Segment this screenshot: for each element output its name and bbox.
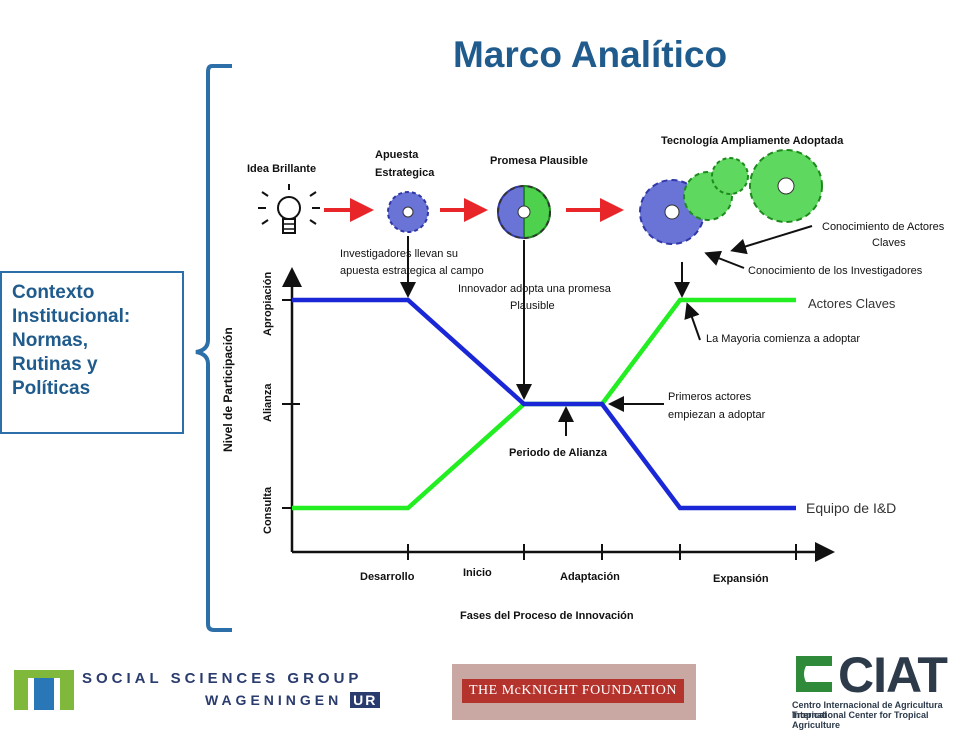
- x-axis-label: Fases del Proceso de Innovación: [460, 610, 634, 622]
- ciat-subtitle: International Center for Tropical Agricu…: [792, 710, 929, 730]
- annotation-text: Conocimiento de Actores: [822, 221, 945, 233]
- stage-label: Apuesta: [375, 149, 419, 161]
- annotation-text: Innovador adopta una promesa: [458, 283, 612, 295]
- mcknight-logo: THE McKNIGHT FOUNDATION: [462, 679, 684, 703]
- phase-label: Desarrollo: [360, 571, 415, 583]
- stage-label: Estrategica: [375, 167, 435, 179]
- pointer-arrow: [730, 225, 813, 255]
- phase-label: Inicio: [463, 567, 492, 579]
- bracket-line: [195, 64, 232, 632]
- wageningen-text: WAGENINGEN UR: [205, 692, 381, 708]
- pointer-arrow: [704, 250, 745, 269]
- level-label: Apropiación: [262, 272, 274, 336]
- stage-label: Tecnología Ampliamente Adoptada: [661, 135, 844, 147]
- ssg-text: SOCIAL SCIENCES GROUP: [82, 670, 363, 687]
- pointer-arrow: [684, 302, 701, 341]
- y-axis-label: Nivel de Participación: [221, 327, 235, 452]
- level-label: Alianza: [262, 383, 274, 422]
- context-line: Contexto: [12, 282, 95, 303]
- annotation-text: Plausible: [510, 300, 555, 312]
- ciat-text: CIAT: [838, 647, 948, 703]
- legend-equipo: Equipo de I&D: [806, 500, 896, 516]
- ciat-leaf-icon: [796, 656, 832, 692]
- blue-line-equipo: [292, 297, 796, 511]
- phase-label: Expansión: [713, 573, 769, 585]
- gear-icon-cluster: [639, 149, 823, 245]
- context-line: Rutinas y: [12, 354, 98, 375]
- phase-label: Adaptación: [560, 571, 620, 583]
- annotation-text: apuesta estrategica al campo: [340, 265, 484, 277]
- annotation-text: Primeros actores: [668, 391, 752, 403]
- page-title: Marco Analítico: [452, 34, 728, 75]
- context-line: Institucional:: [12, 306, 131, 327]
- annotation-text: Periodo de Alianza: [509, 447, 608, 459]
- context-line: Normas,: [12, 330, 89, 351]
- lightbulb-icon: [258, 184, 320, 234]
- gear-icon-half-green: [497, 184, 551, 240]
- annotation-text: Conocimiento de los Investigadores: [748, 265, 923, 277]
- context-line: Políticas: [12, 378, 91, 399]
- gear-icon-small: [387, 191, 429, 233]
- annotation-text: Investigadores llevan su: [340, 248, 458, 260]
- context-box: Contexto Institucional: Normas, Rutinas …: [0, 271, 184, 434]
- innovation-diagram: Idea Brillante Apuesta Estrategica Prome…: [195, 64, 945, 632]
- ciat-subtitle: Centro Internacional de Agricultura Trop…: [792, 700, 943, 720]
- wageningen-word: WAGENINGEN: [205, 692, 343, 708]
- ur-badge: UR: [350, 692, 381, 708]
- stage-label: Idea Brillante: [247, 163, 316, 175]
- level-label: Consulta: [262, 486, 274, 534]
- annotation-text: empiezan a adoptar: [668, 409, 766, 421]
- annotation-text: Claves: [872, 237, 906, 249]
- wageningen-logo: [14, 670, 74, 710]
- annotation-text: La Mayoria comienza a adoptar: [706, 333, 860, 345]
- legend-actores: Actores Claves: [808, 296, 896, 311]
- stage-label: Promesa Plausible: [490, 155, 588, 167]
